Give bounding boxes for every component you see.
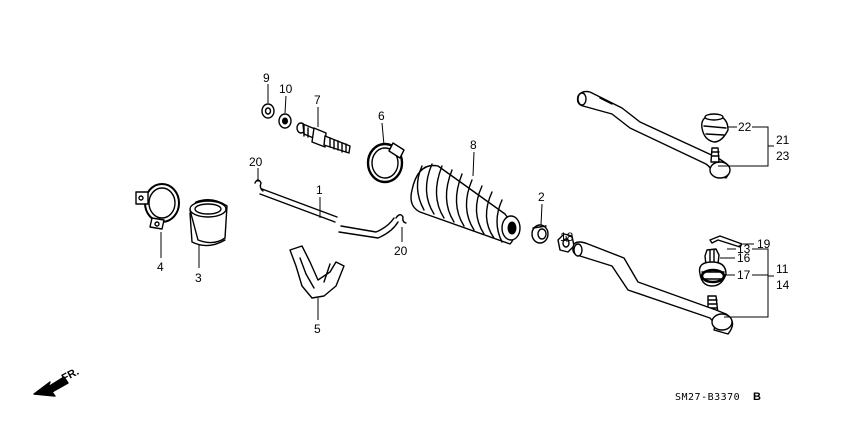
callout-label: 14	[776, 278, 790, 292]
callout-10: 10	[279, 82, 293, 114]
part-10-nut	[278, 113, 292, 129]
callout-20-lower: 20	[394, 227, 408, 258]
callout-label: 13	[737, 242, 751, 256]
callout-label: 10	[279, 82, 293, 96]
front-direction-arrow: FR.	[33, 366, 81, 397]
callout-5: 5	[314, 298, 321, 336]
callout-14: 14	[776, 278, 790, 292]
upper-ball-stud	[710, 147, 720, 163]
callout-label: 6	[378, 109, 385, 123]
callout-label: 16	[737, 251, 751, 265]
callout-2: 2	[538, 190, 545, 226]
callout-label: 5	[314, 322, 321, 336]
part-17-circlip	[700, 268, 726, 284]
part-22-dust-boot	[701, 113, 729, 143]
part-6-clamp-band	[366, 142, 405, 184]
callout-label: 17	[737, 268, 751, 282]
diagram-code-text: SM27-B3370	[675, 392, 740, 403]
callout-label: 11	[776, 262, 789, 276]
part-3-bushing	[189, 199, 228, 247]
callout-11: 11	[776, 262, 789, 276]
part-8-rack-boot	[410, 163, 521, 245]
callout-17: 17	[725, 268, 768, 282]
diagram-code-suffix: B	[753, 391, 761, 403]
callout-label: 22	[738, 120, 752, 134]
callout-label: 8	[470, 138, 477, 152]
callout-label: 1	[316, 183, 323, 197]
callout-label: 21	[776, 133, 790, 147]
callout-22: 22	[718, 120, 774, 167]
callout-23: 23	[776, 149, 790, 163]
callout-label: 20	[249, 155, 263, 169]
part-2-clip	[531, 224, 549, 244]
callout-label: 9	[263, 71, 270, 85]
callout-label: 4	[157, 260, 164, 274]
callout-21: 21	[776, 133, 790, 147]
callout-16: 16	[720, 251, 751, 265]
callout-3: 3	[195, 244, 202, 285]
callout-1: 1	[316, 183, 323, 218]
part-4-holder	[135, 183, 180, 230]
callout-18: 18	[560, 230, 574, 244]
part-19-cotter-pin	[709, 235, 743, 248]
callout-8: 8	[470, 138, 477, 177]
callout-label: 7	[314, 93, 321, 107]
callout-13-main: 13	[724, 242, 774, 318]
direction-label: FR.	[60, 366, 81, 385]
part-1-breather-tube	[259, 188, 399, 239]
callout-label: 3	[195, 271, 202, 285]
callout-label: 23	[776, 149, 790, 163]
callout-label: 2	[538, 190, 545, 204]
part-20-clip-upper	[254, 179, 264, 192]
part-5-bracket	[289, 245, 345, 299]
tie-rod-end-lower	[572, 241, 734, 335]
callout-19: 19	[743, 237, 771, 251]
part-9-washer	[261, 103, 275, 119]
part-20-clip-lower	[395, 214, 407, 224]
callout-label: 20	[394, 244, 408, 258]
callout-9: 9	[263, 71, 270, 103]
callout-20-upper: 20	[249, 155, 263, 182]
callout-4: 4	[157, 232, 164, 274]
callout-6: 6	[378, 109, 385, 146]
callout-label: 18	[560, 230, 574, 244]
diagram-code: SM27-B3370 B	[675, 391, 761, 403]
callout-label: 19	[757, 237, 771, 251]
callout-7: 7	[314, 93, 321, 127]
part-7-bolt	[296, 122, 351, 154]
